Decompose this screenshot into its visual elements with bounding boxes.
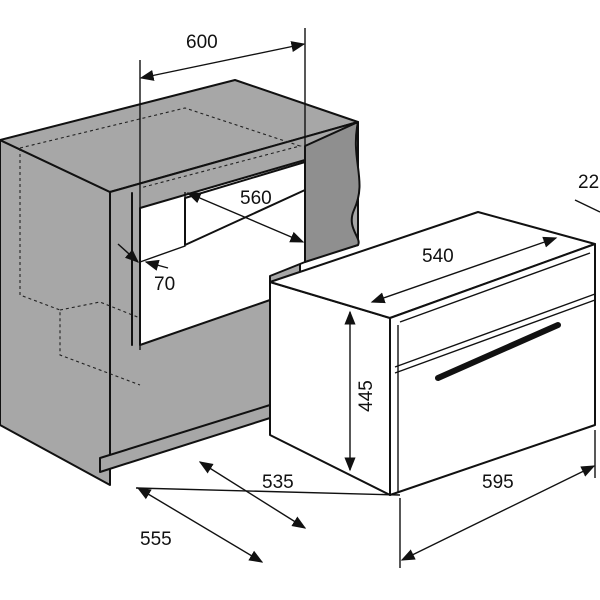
dim-600-arrow: [139, 41, 306, 81]
dim-560-arrow: [186, 192, 305, 243]
cabinet-right-broken-edge: [304, 121, 361, 263]
hidden-edge-left: [19, 148, 141, 386]
label-540: 540: [422, 246, 454, 267]
dim-595-arrow: [400, 465, 596, 561]
label-595: 595: [482, 472, 514, 493]
dim-22-ext: [574, 199, 600, 213]
label-600: 600: [186, 32, 218, 53]
oven-door-top-line-2: [394, 299, 596, 374]
oven-door-handle: [435, 322, 561, 381]
hidden-edge-mid: [59, 301, 141, 319]
label-555: 555: [140, 529, 172, 550]
oven-door-top-line: [394, 293, 596, 368]
cabinet-left-side: [0, 139, 111, 486]
dim-70-arrow: [117, 243, 140, 263]
label-560: 560: [240, 188, 272, 209]
niche-inner-edge: [139, 192, 186, 263]
dimension-lines: [117, 28, 600, 568]
dim-555-arrow: [136, 487, 264, 563]
label-70: 70: [154, 274, 175, 295]
dim-70-arrow-2: [144, 259, 169, 271]
label-22: 22: [578, 172, 599, 193]
label-445: 445: [356, 380, 377, 412]
label-535: 535: [262, 472, 294, 493]
dim-540-arrow: [370, 236, 558, 304]
hidden-edge-top: [19, 107, 302, 189]
dimension-labels: 600 560 70 540 445 535 555 595 22: [140, 32, 599, 550]
